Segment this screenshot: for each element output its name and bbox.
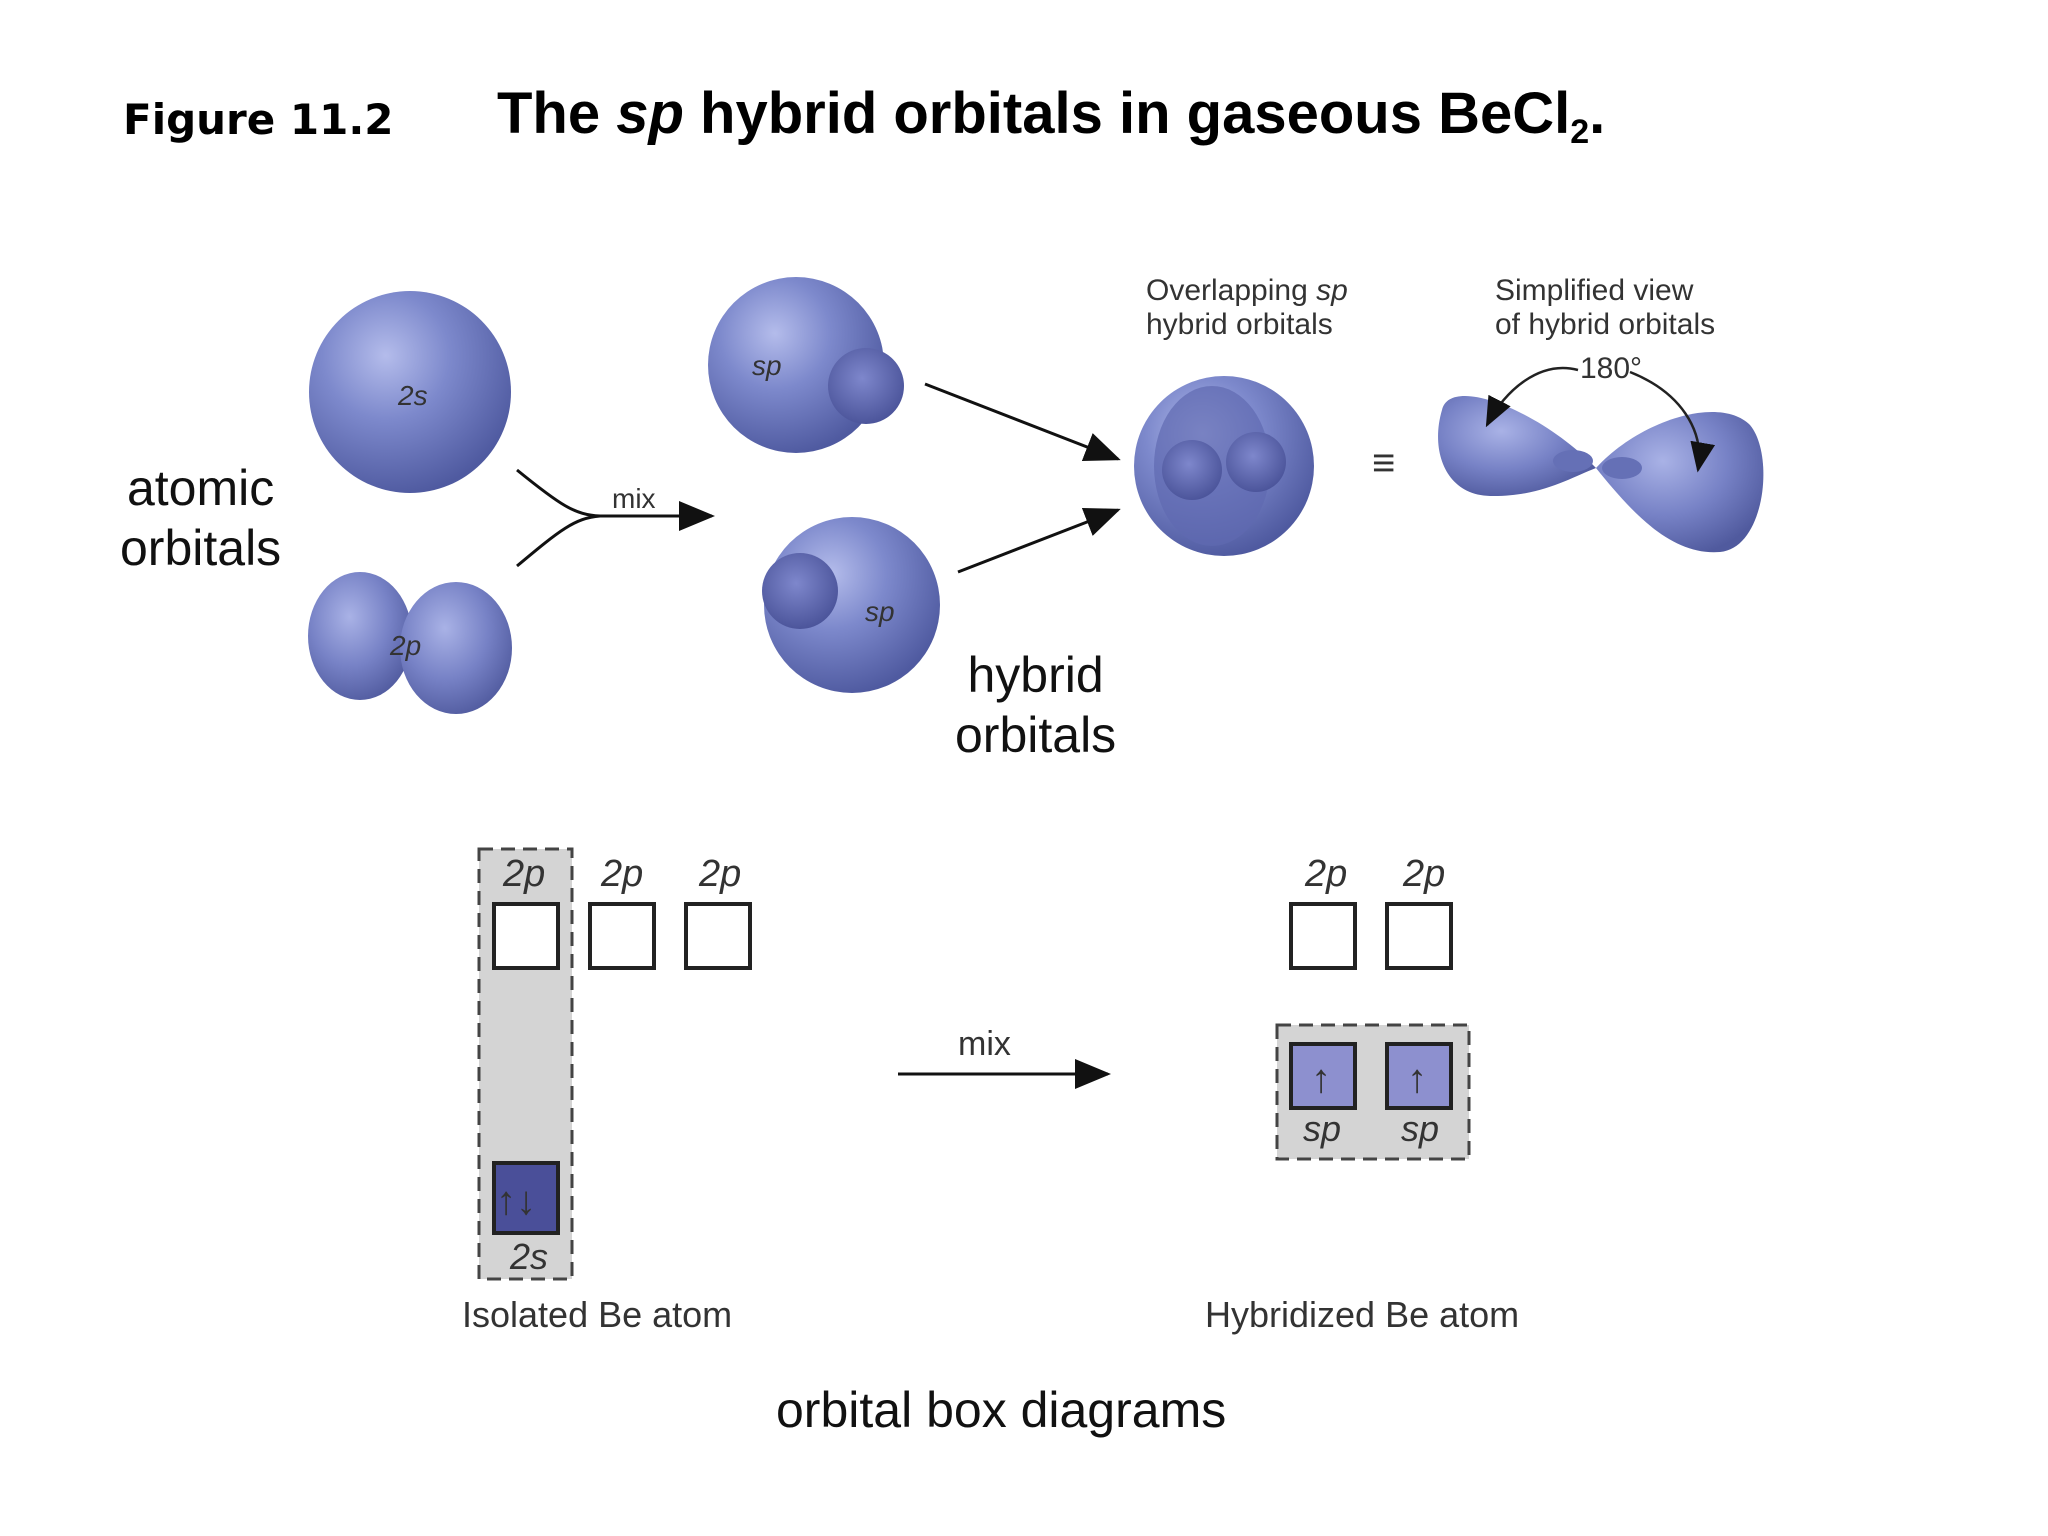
hybrid-p-label-1: 2p	[1304, 853, 1347, 895]
sp-hybrid-bottom: sp	[762, 517, 940, 693]
figure-title: The sp hybrid orbitals in gaseous BeCl2.	[497, 81, 1606, 151]
hybrid-sp-label-2: sp	[1401, 1108, 1439, 1149]
box-mix-label: mix	[958, 1025, 1011, 1063]
p-orbital-label: 2p	[389, 630, 421, 661]
isolated-caption: Isolated Be atom	[462, 1294, 732, 1335]
isolated-p-box-1	[492, 902, 560, 970]
isolated-p-label-2: 2p	[600, 853, 643, 895]
p-orbital-dumbbell: 2p	[308, 572, 512, 714]
converge-arrow-bottom	[957, 507, 1121, 574]
converge-arrow-top	[924, 382, 1121, 462]
hybrid-sp-box-2	[1385, 1042, 1453, 1110]
s-orbital-label: 2s	[397, 380, 428, 411]
hybrid-orbitals-label: hybrid orbitals	[955, 647, 1117, 763]
simplified-hybrid-view: Simplified view of hybrid orbitals 180°	[1438, 274, 1764, 553]
overlapping-caption-line1: Overlapping sp	[1146, 274, 1348, 307]
simplified-caption-line1: Simplified view	[1495, 274, 1694, 307]
isolated-s-electrons: ↑↓	[496, 1179, 536, 1223]
mix-label-top: mix	[612, 483, 656, 514]
hybridized-be-boxes: 2p 2p ↑ ↑ sp sp Hybridized Be atom	[1205, 853, 1519, 1335]
figure-number: Figure 11.2	[123, 95, 394, 144]
hybrid-sp-box-1	[1289, 1042, 1357, 1110]
hybrid-sp-electron-2: ↑	[1407, 1057, 1427, 1101]
isolated-s-box	[492, 1161, 560, 1235]
atomic-orbitals-label: atomic orbitals	[120, 460, 282, 576]
hybrid-p-box-1	[1289, 902, 1357, 970]
sp-hybrid-top: sp	[708, 277, 904, 453]
isolated-be-boxes: 2p 2p 2p ↑↓ 2s Isolated Be atom	[462, 853, 752, 1335]
sp-label-top: sp	[752, 350, 782, 381]
hybridized-caption: Hybridized Be atom	[1205, 1294, 1519, 1335]
hybrid-sp-label-1: sp	[1303, 1108, 1341, 1149]
isolated-p-box-3	[684, 902, 752, 970]
hybrid-p-box-2	[1385, 902, 1453, 970]
hybrid-p-label-2: 2p	[1402, 853, 1445, 895]
s-orbital-sphere: 2s	[309, 291, 511, 493]
equivalence-symbol: ≡	[1372, 441, 1395, 485]
isolated-p-label-1: 2p	[502, 853, 545, 895]
sp-label-bottom: sp	[865, 596, 895, 627]
overlapping-sp-orbitals: Overlapping sp hybrid orbitals	[1134, 274, 1348, 556]
isolated-p-label-3: 2p	[698, 853, 741, 895]
isolated-p-box-2	[588, 902, 656, 970]
angle-label: 180°	[1580, 352, 1642, 385]
isolated-s-label: 2s	[509, 1236, 548, 1277]
mix-curves: mix	[516, 468, 715, 568]
overlapping-caption-line2: hybrid orbitals	[1146, 308, 1333, 341]
orbital-box-diagrams-label: orbital box diagrams	[776, 1382, 1227, 1438]
hybrid-sp-electron-1: ↑	[1311, 1057, 1331, 1101]
box-mix-arrow: mix	[898, 1025, 1111, 1089]
simplified-caption-line2: of hybrid orbitals	[1495, 308, 1715, 341]
